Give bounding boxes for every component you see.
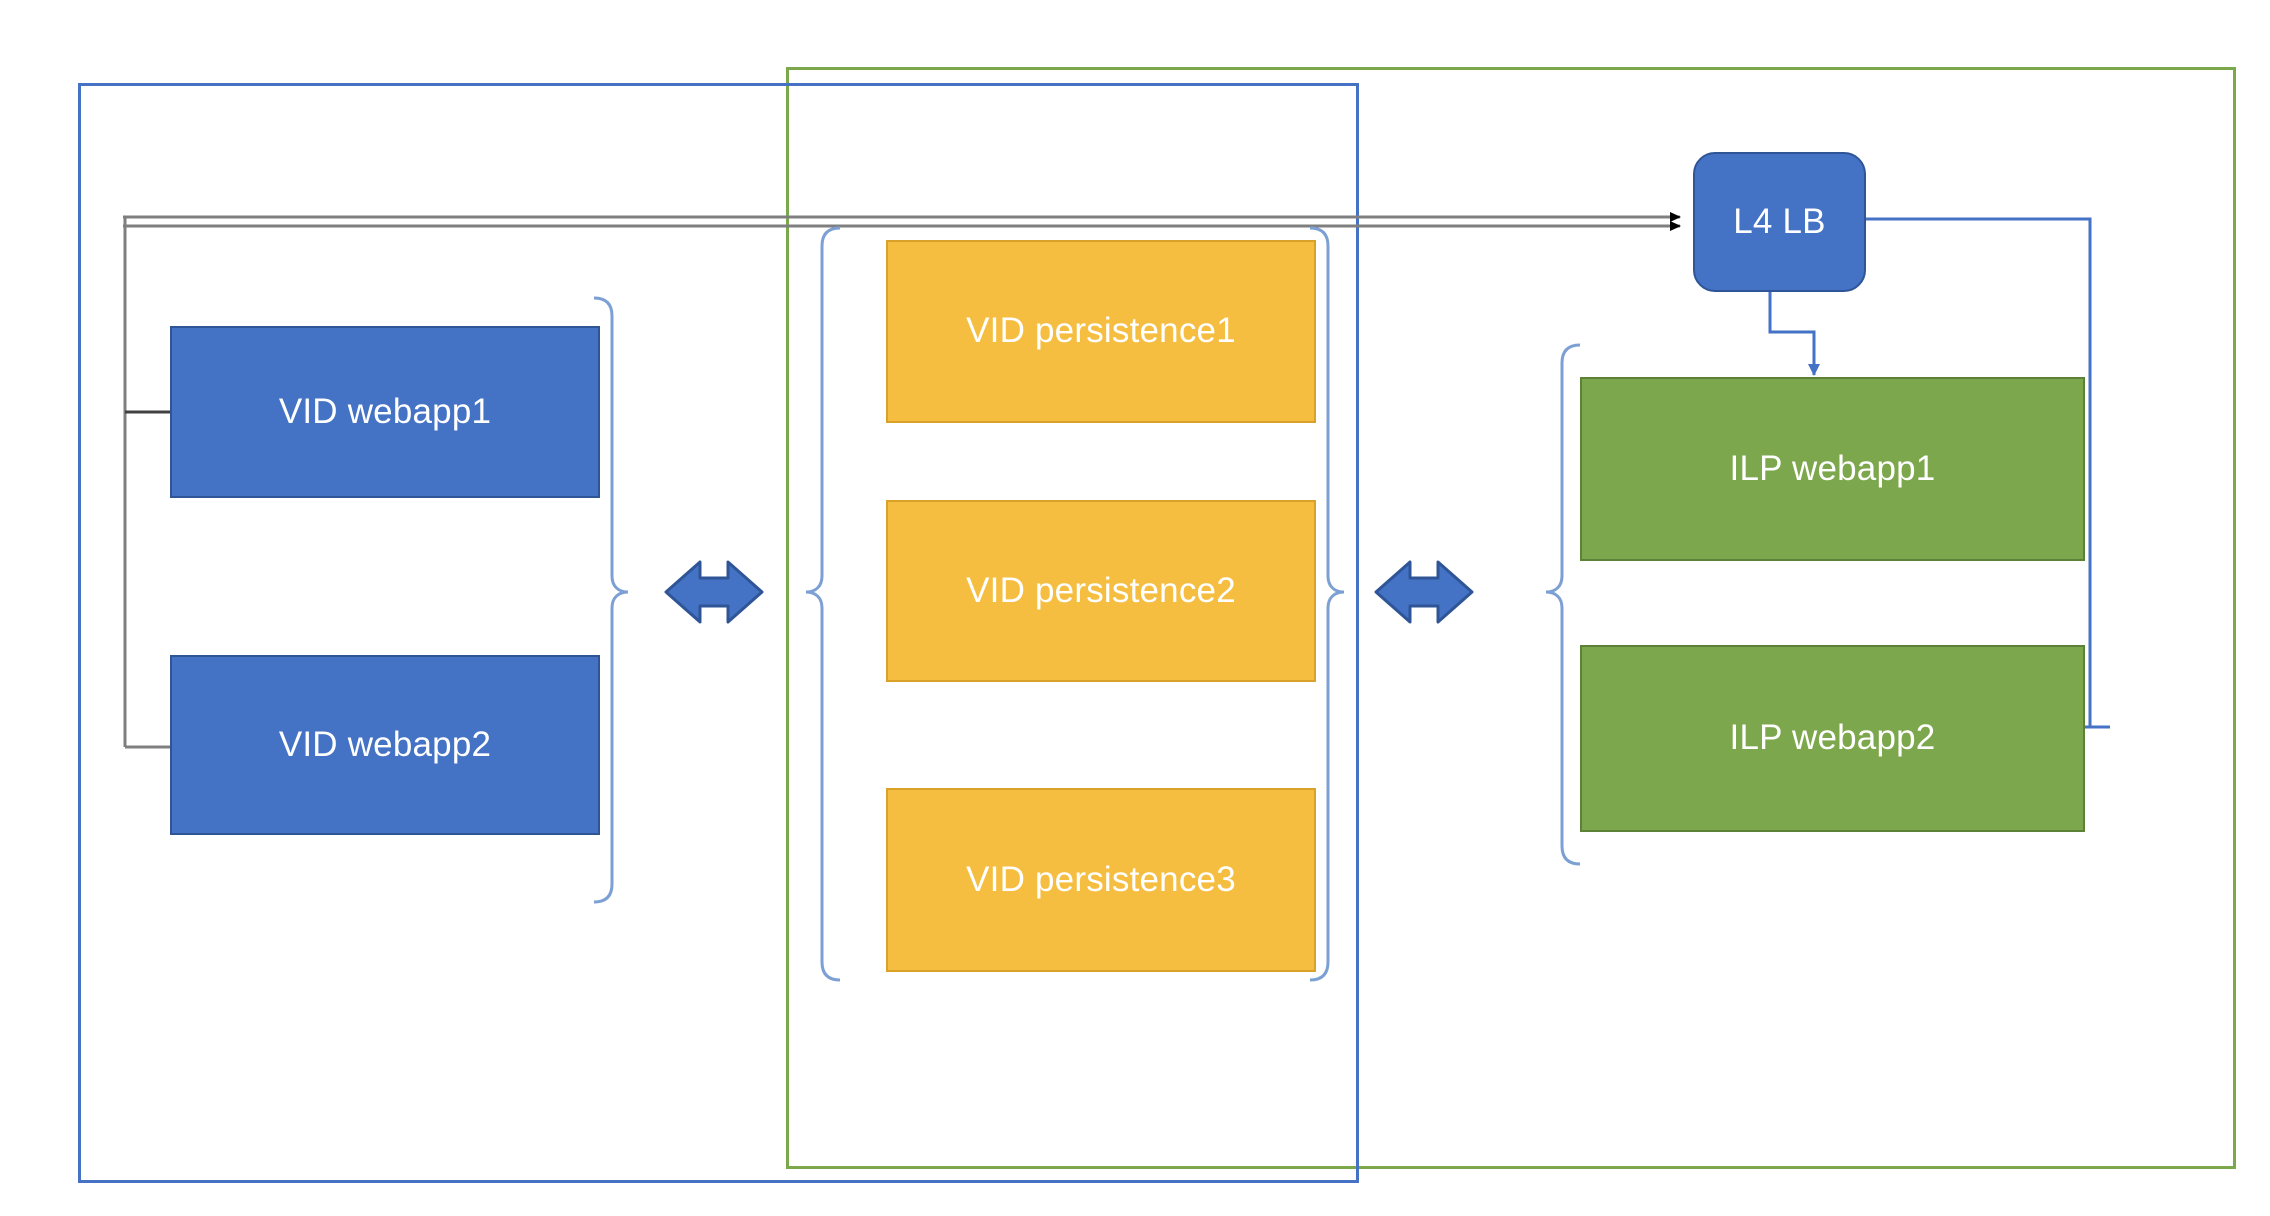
node-ilp-webapp2[interactable]: ILP webapp2: [1580, 645, 2085, 832]
node-vid-persistence1[interactable]: VID persistence1: [886, 240, 1316, 423]
node-ilp-webapp1[interactable]: ILP webapp1: [1580, 377, 2085, 561]
node-label: VID webapp1: [278, 391, 492, 431]
node-label: L4 LB: [1733, 201, 1826, 241]
node-label: ILP webapp2: [1729, 718, 1936, 758]
ilp-zone-frame: [786, 67, 2236, 1169]
node-label: VID persistence3: [966, 859, 1236, 899]
node-label: VID webapp2: [278, 724, 492, 764]
node-vid-persistence2[interactable]: VID persistence2: [886, 500, 1316, 682]
node-label: VID persistence2: [966, 570, 1236, 610]
node-vid-persistence3[interactable]: VID persistence3: [886, 788, 1316, 972]
node-vid-webapp2[interactable]: VID webapp2: [170, 655, 600, 835]
node-label: VID persistence1: [966, 311, 1236, 351]
node-vid-webapp1[interactable]: VID webapp1: [170, 326, 600, 498]
node-l4-lb[interactable]: L4 LB: [1693, 152, 1866, 292]
node-label: ILP webapp1: [1729, 448, 1936, 488]
vid-zone-frame: [78, 83, 1359, 1183]
